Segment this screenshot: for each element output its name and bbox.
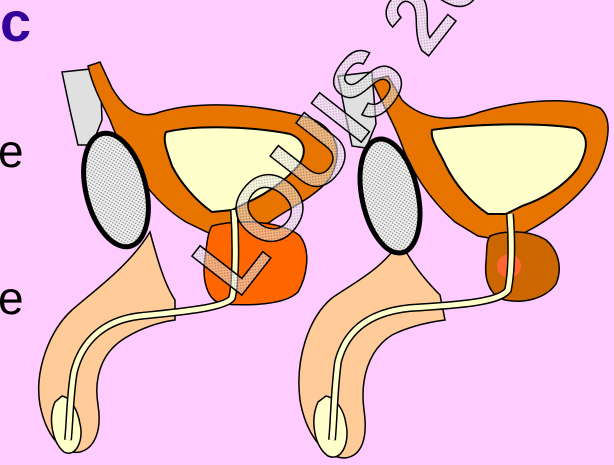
right-prostate-normal <box>486 232 560 301</box>
